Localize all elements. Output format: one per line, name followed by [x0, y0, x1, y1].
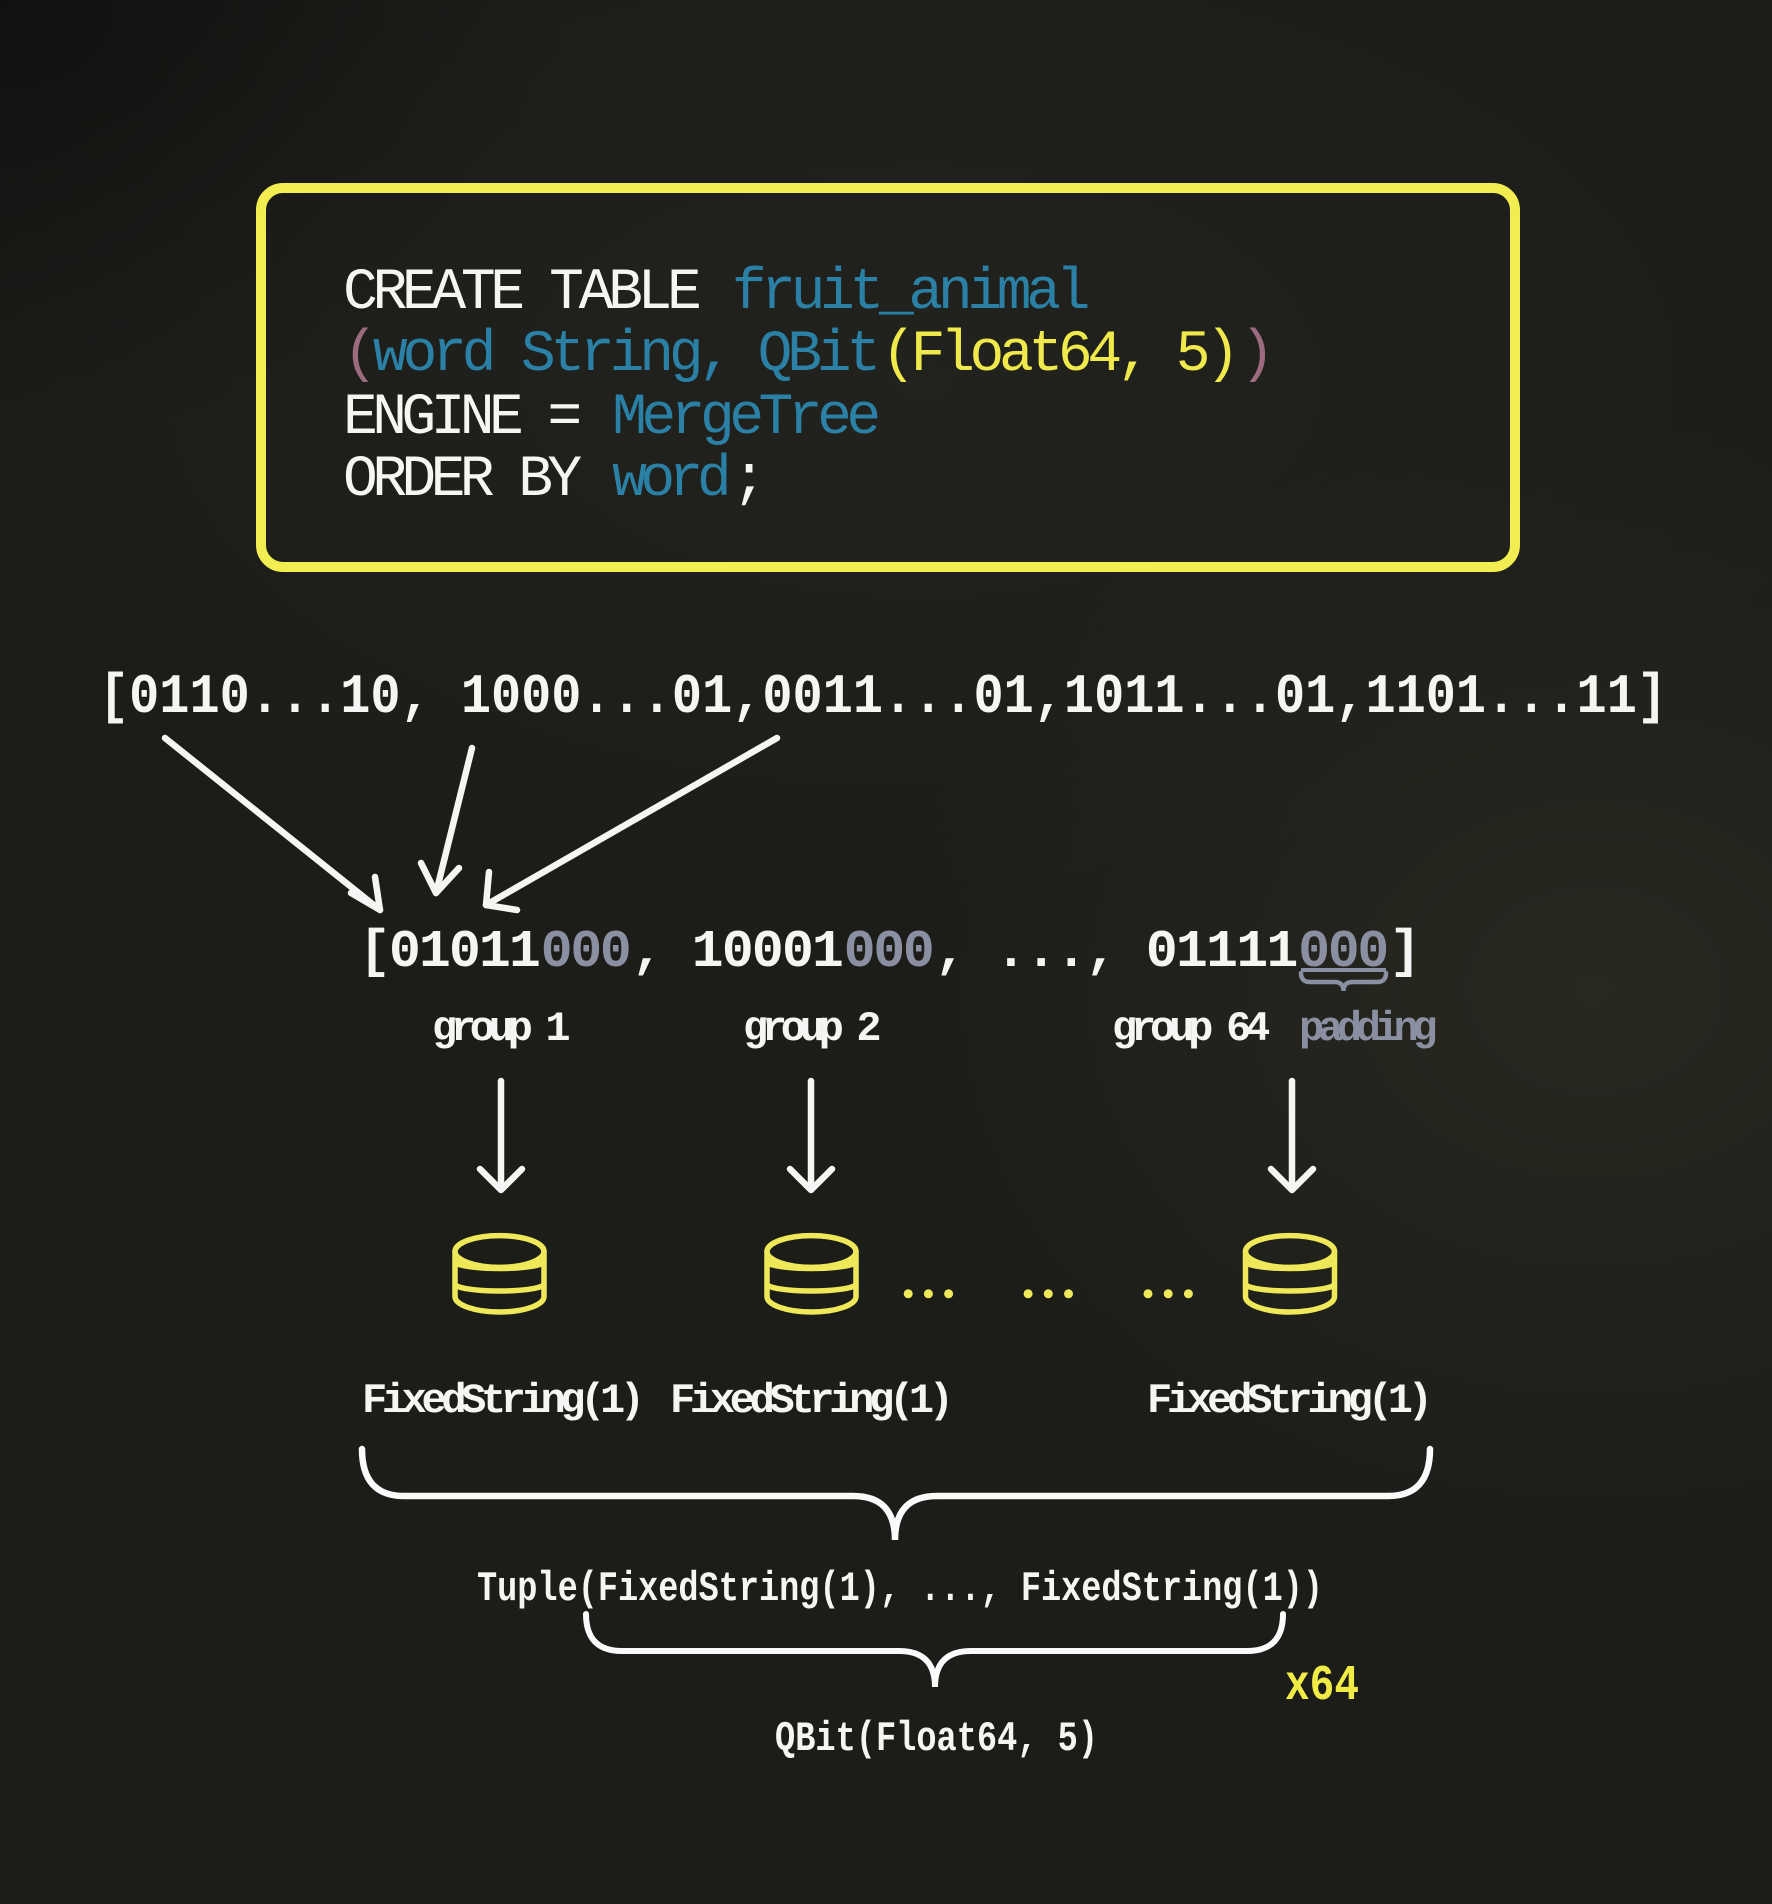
svg-text:FixedString(1): FixedString(1) — [670, 1377, 954, 1425]
svg-text:;: ; — [732, 448, 767, 513]
svg-text:000: 000 — [1298, 922, 1389, 982]
svg-text:(: ( — [343, 323, 378, 388]
svg-text:word: word — [612, 448, 732, 513]
svg-text:fruit_animal: fruit_animal — [732, 261, 1091, 326]
svg-text:group 2: group 2 — [743, 1005, 882, 1053]
svg-text:MergeTree: MergeTree — [612, 386, 881, 451]
svg-text:]: ] — [1389, 922, 1421, 982]
svg-text:Tuple(FixedString(1), ..., Fix: Tuple(FixedString(1), ..., FixedString(1… — [477, 1565, 1323, 1613]
svg-text:QBit(Float64, 5): QBit(Float64, 5) — [775, 1715, 1098, 1763]
svg-text:CREATE TABLE: CREATE TABLE — [343, 261, 702, 326]
svg-text:): ) — [1240, 323, 1275, 388]
svg-text:000: 000 — [844, 922, 935, 982]
svg-text:[0110...10, 1000...01,0011...0: [0110...10, 1000...01,0011...01,1011...0… — [99, 665, 1667, 729]
svg-text:group 1: group 1 — [432, 1005, 571, 1053]
svg-text:x64: x64 — [1285, 1658, 1359, 1715]
svg-text:FixedString(1): FixedString(1) — [362, 1377, 645, 1425]
svg-text:, 10001: , 10001 — [632, 922, 844, 982]
svg-text:FixedString(1): FixedString(1) — [1147, 1377, 1433, 1425]
svg-text:group 64: group 64 — [1112, 1005, 1270, 1053]
svg-text:padding: padding — [1299, 1005, 1438, 1053]
svg-text:, ..., 01111: , ..., 01111 — [935, 922, 1299, 982]
svg-text:000: 000 — [541, 922, 632, 982]
svg-text:word String, QBit: word String, QBit — [373, 323, 881, 388]
svg-text:[01011: [01011 — [359, 922, 541, 982]
svg-text:ORDER BY: ORDER BY — [343, 448, 582, 513]
svg-text:(Float64, 5): (Float64, 5) — [881, 323, 1240, 388]
svg-text:ENGINE =: ENGINE = — [343, 386, 582, 451]
